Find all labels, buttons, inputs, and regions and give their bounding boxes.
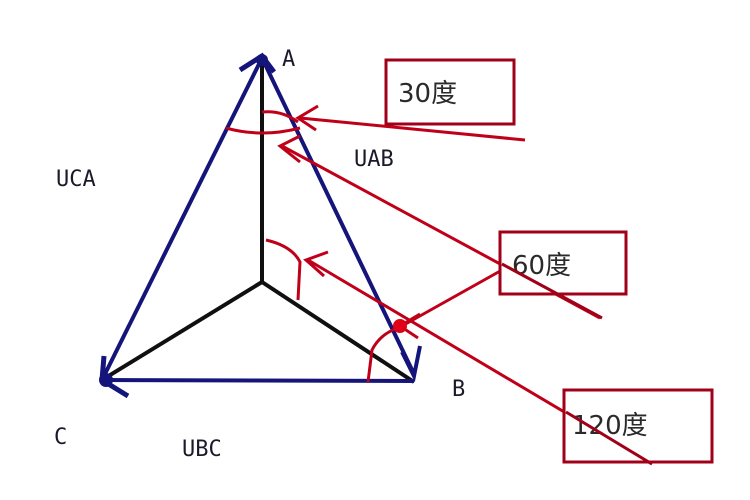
- vector-ubc: [103, 378, 415, 383]
- arrowhead-b: [400, 345, 422, 383]
- arc-30-deg: [261, 110, 299, 124]
- phase-vector-c: [100, 280, 264, 382]
- line-vectors: [99, 52, 422, 399]
- leader-30-top: [299, 116, 526, 142]
- angle-box-30: 30度: [384, 58, 516, 126]
- phase-vectors: [100, 58, 416, 384]
- angle-box-120: 120度: [562, 388, 714, 466]
- angle-box-60: 60度: [498, 230, 628, 320]
- arc-120-deg: [366, 326, 399, 383]
- vector-label-ubc: UBC: [182, 437, 222, 462]
- node-label-a: A: [282, 47, 295, 72]
- leader-60: [401, 268, 503, 328]
- phase-vector-b: [260, 280, 416, 384]
- vector-uca: [100, 57, 264, 381]
- node-label-c: C: [54, 425, 67, 450]
- angle-label-60: 60度: [512, 251, 571, 281]
- vector-label-uca: UCA: [56, 167, 96, 192]
- node-label-b: B: [452, 377, 465, 402]
- angle-label-120: 120度: [572, 411, 648, 441]
- arc-uca-uab: [225, 126, 301, 135]
- vector-uab: [260, 57, 416, 375]
- arc-60-deg: [265, 238, 302, 301]
- angle-label-30: 30度: [398, 79, 457, 109]
- vector-label-uab: UAB: [354, 147, 394, 172]
- annotation-leaders: [277, 104, 653, 466]
